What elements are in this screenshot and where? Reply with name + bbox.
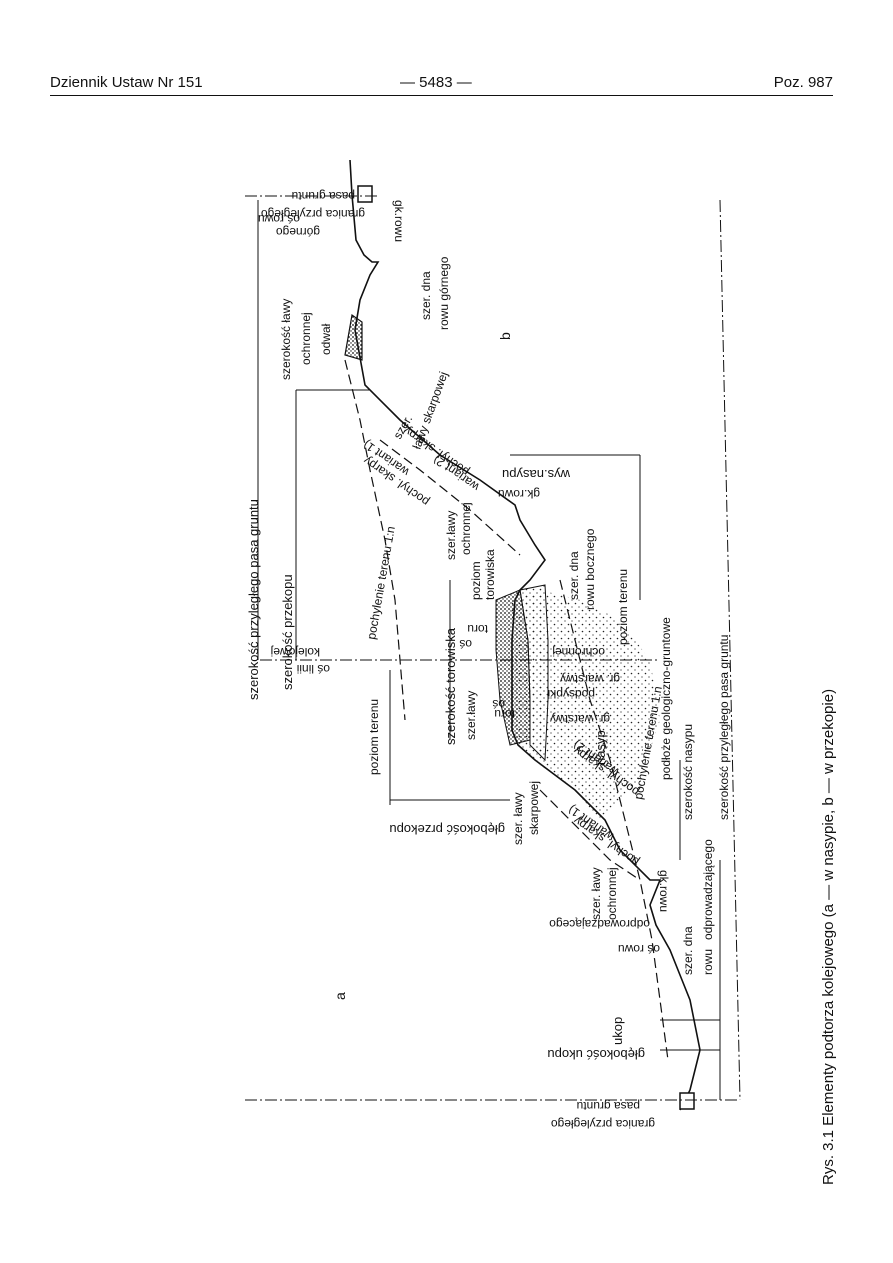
label-granica-a-2: pasa gruntu <box>577 1099 640 1113</box>
page-number: — 5483 — <box>400 74 472 91</box>
label-szer-przyl-pasa-a: szerokość przyległego pasa gruntu <box>717 635 731 820</box>
label-os-rowu-gornego-1: oś rowu <box>258 212 300 226</box>
label-szer-nasypu: szerokość nasypu <box>681 724 695 820</box>
label-nasyp: nasyp <box>593 730 608 765</box>
label-szer-dna-a: szer. dna <box>681 926 695 975</box>
position-number: Poz. 987 <box>773 74 833 91</box>
label-odwal: odwał <box>319 323 333 355</box>
label-szer-lawy-b: szerokość ławy <box>279 299 293 380</box>
label-szer-dna-boczny-2: rowu bocznego <box>583 528 597 610</box>
label-szer-lawy-a: szer.ławy <box>464 691 478 740</box>
label-panel-b: b <box>497 332 513 340</box>
label-szer-lawy-ochronnej-low-2: ochronnej <box>605 867 619 920</box>
label-poziom-torowiska-1: poziom <box>469 561 483 600</box>
label-os-linii-1: oś linii <box>297 662 330 676</box>
spoil-heap <box>344 313 363 361</box>
diagram-labels: szerokość przyległego pasa gruntu szerok… <box>246 189 731 1131</box>
label-os-toru-top-1: oś <box>459 637 472 651</box>
label-os-rowu-odpr-2: odprowadzającego <box>549 917 650 931</box>
label-os-linii-2: kolejowej <box>271 645 320 659</box>
label-gk-rowu-b: gk.rowu <box>392 200 406 242</box>
label-szer-lawy-ochronnej-a-1: szer.ławy <box>444 511 458 560</box>
label-poziom-terenu-b: poziom terenu <box>367 699 381 775</box>
label-szer-lawy-skarpowej-a-2: skarpowej <box>527 781 541 835</box>
header-rule <box>50 95 833 96</box>
label-os-toru-bottom-1: oś <box>492 697 505 711</box>
label-gr-warstwy-podsypki-2: podsypki <box>548 687 595 701</box>
label-rowu-odpr-1: rowu <box>701 949 715 975</box>
label-gr-warstwy-ochronnej-2: ochronnej <box>552 645 605 659</box>
label-szer-dna-gorny-2: rowu górnego <box>437 256 451 330</box>
label-szer-dna-gorny-1: szer. dna <box>419 271 433 320</box>
label-os-toru-bottom-2: toru <box>494 707 515 721</box>
label-gk-rowu-a: gk.rowu <box>657 870 671 912</box>
label-granica-a-1: granica przyległego <box>551 1117 655 1131</box>
label-szer-lawy-skarpowej-a-1: szer. ławy <box>511 792 525 845</box>
label-pochylenie-terenu-b: pochylenie terenu 1:n <box>364 525 398 640</box>
axis-lines <box>245 195 741 1101</box>
label-szer-lawy-ochronnej-low-1: szer. ławy <box>589 867 603 920</box>
label-glebokosc-przekopu: głębokość przekopu <box>389 822 505 837</box>
label-wys-nasypu: wys.nasypu <box>502 467 571 482</box>
label-gk-rowu-a-top: gk.rowu <box>498 487 540 501</box>
label-szer-przekopu: szerokość przekopu <box>280 574 295 690</box>
label-szer-przyl-pasa-top: szerokość przyległego pasa gruntu <box>246 499 261 700</box>
label-poziom-torowiska-2: torowiska <box>483 549 497 600</box>
label-szer-lawy-ochronnej-a-2: ochronnej <box>459 502 473 555</box>
label-panel-a: a <box>332 992 348 1000</box>
label-os-rowu-gornego-2: górnego <box>276 225 320 239</box>
label-poziom-terenu-a: poziom terenu <box>616 569 630 645</box>
label-os-rowu-odpr-1: oś rowu <box>618 942 660 956</box>
label-ukop: ukop <box>610 1017 625 1045</box>
label-glebokosc-ukopu: głębokość ukopu <box>547 1047 645 1062</box>
label-gr-warstwy-ochronnej-1: gr. warstwy <box>560 672 620 686</box>
label-podloze: podłoże geologiczno-gruntowe <box>659 617 673 780</box>
label-os-toru-top-2: toru <box>467 622 488 636</box>
embankment-fill <box>512 590 660 820</box>
dimension-lines <box>257 200 721 1100</box>
label-granica-b-1: granica przyległego <box>261 207 365 221</box>
label-szer-torowiska: szerokość torowiska <box>443 627 458 745</box>
boundary-marker-bottom <box>679 1092 695 1110</box>
label-gr-warstwy-podsypki-1: gr. warstwy <box>550 712 610 726</box>
label-ochronnej-b: ochronnej <box>299 312 313 365</box>
label-szer-dna-boczny-1: szer. dna <box>567 551 581 600</box>
label-granica-b-2: pasa gruntu <box>292 189 355 203</box>
figure-caption: Rys. 3.1 Elementy podtorza kolejowego (a… <box>820 689 837 1185</box>
boundary-marker-top <box>357 185 373 203</box>
page-header: Dziennik Ustaw Nr 151 — 5483 — Poz. 987 <box>50 74 833 96</box>
label-rowu-odpr-2: odprowadzającego <box>701 839 715 940</box>
journal-title: Dziennik Ustaw Nr 151 <box>50 74 203 91</box>
